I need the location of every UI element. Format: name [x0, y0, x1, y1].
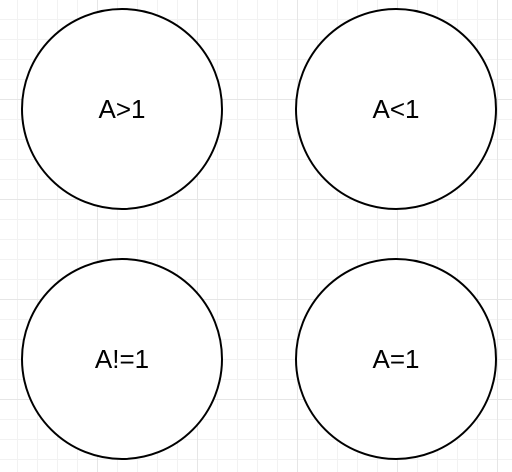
node-a-not-equal-1[interactable]: A!=1	[21, 258, 223, 460]
node-a-equal-1-circle[interactable]	[295, 258, 497, 460]
node-a-less-1[interactable]: A<1	[295, 8, 497, 210]
node-a-less-1-circle[interactable]	[295, 8, 497, 210]
node-a-greater-1-label: A>1	[99, 94, 146, 124]
node-a-equal-1-label: A=1	[373, 344, 420, 374]
node-a-greater-1[interactable]: A>1	[21, 8, 223, 210]
node-a-less-1-label: A<1	[373, 94, 420, 124]
node-a-not-equal-1-circle[interactable]	[21, 258, 223, 460]
node-a-not-equal-1-label: A!=1	[95, 344, 149, 374]
node-a-equal-1[interactable]: A=1	[295, 258, 497, 460]
node-a-greater-1-circle[interactable]	[21, 8, 223, 210]
